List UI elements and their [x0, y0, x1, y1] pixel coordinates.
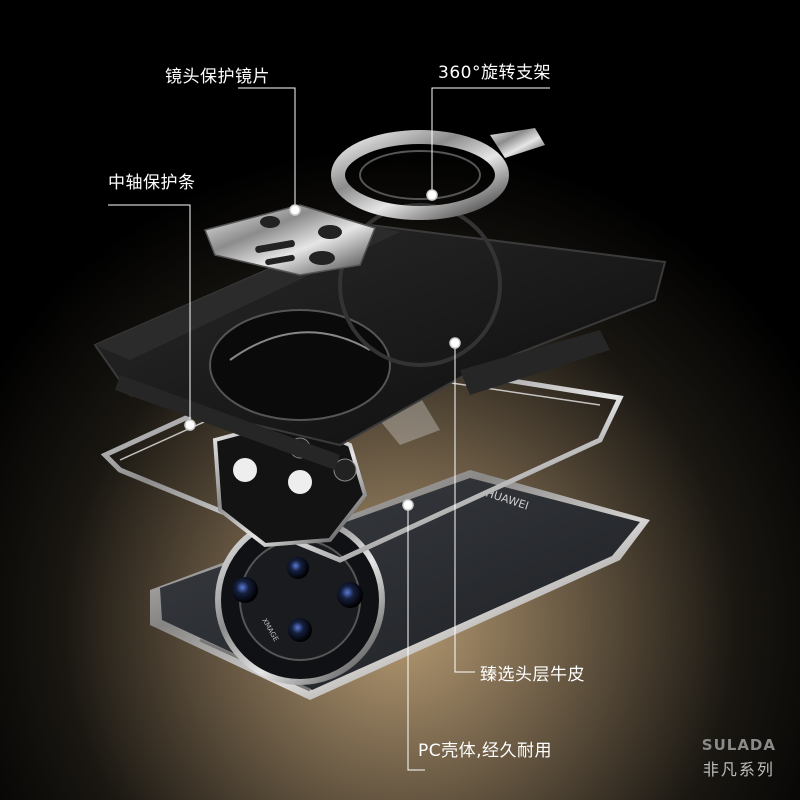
anchor-pc-shell: [402, 499, 414, 511]
leader-pc-shell: [407, 505, 425, 771]
leader-lines: [108, 87, 550, 771]
magnetic-ring: [338, 203, 502, 367]
brand-logo: SULADA: [701, 736, 776, 754]
camera-lens-3: [337, 582, 363, 608]
leader-rotating-stand: [431, 87, 550, 195]
brand-series: 非凡系列: [702, 760, 775, 779]
anchor-leather: [449, 337, 461, 349]
leader-lens-protector: [238, 87, 296, 205]
rotating-stand: [331, 128, 545, 220]
camera-lens-2: [287, 557, 309, 579]
anchor-hinge-strip: [184, 419, 196, 431]
brand-mark: SULADA 非凡系列: [702, 736, 776, 780]
camera-lens-4: [288, 618, 312, 642]
leather-camera-window: [209, 309, 391, 421]
callout-pc-shell: PC壳体,经久耐用: [418, 741, 553, 761]
leader-leather: [454, 343, 475, 673]
lens-protector-plate: [203, 204, 377, 276]
anchor-rotating-stand: [426, 189, 438, 201]
camera-lens-1: [232, 577, 258, 603]
callout-lens-protector: 镜头保护镜片: [165, 67, 270, 87]
anchor-dots: [184, 189, 461, 511]
callout-hinge-strip: 中轴保护条: [108, 173, 196, 193]
callout-rotating-stand: 360°旋转支架: [438, 63, 551, 83]
leader-hinge-strip: [108, 204, 191, 425]
callout-leather: 臻选头层牛皮: [480, 665, 585, 685]
anchor-lens-protector: [289, 204, 301, 216]
